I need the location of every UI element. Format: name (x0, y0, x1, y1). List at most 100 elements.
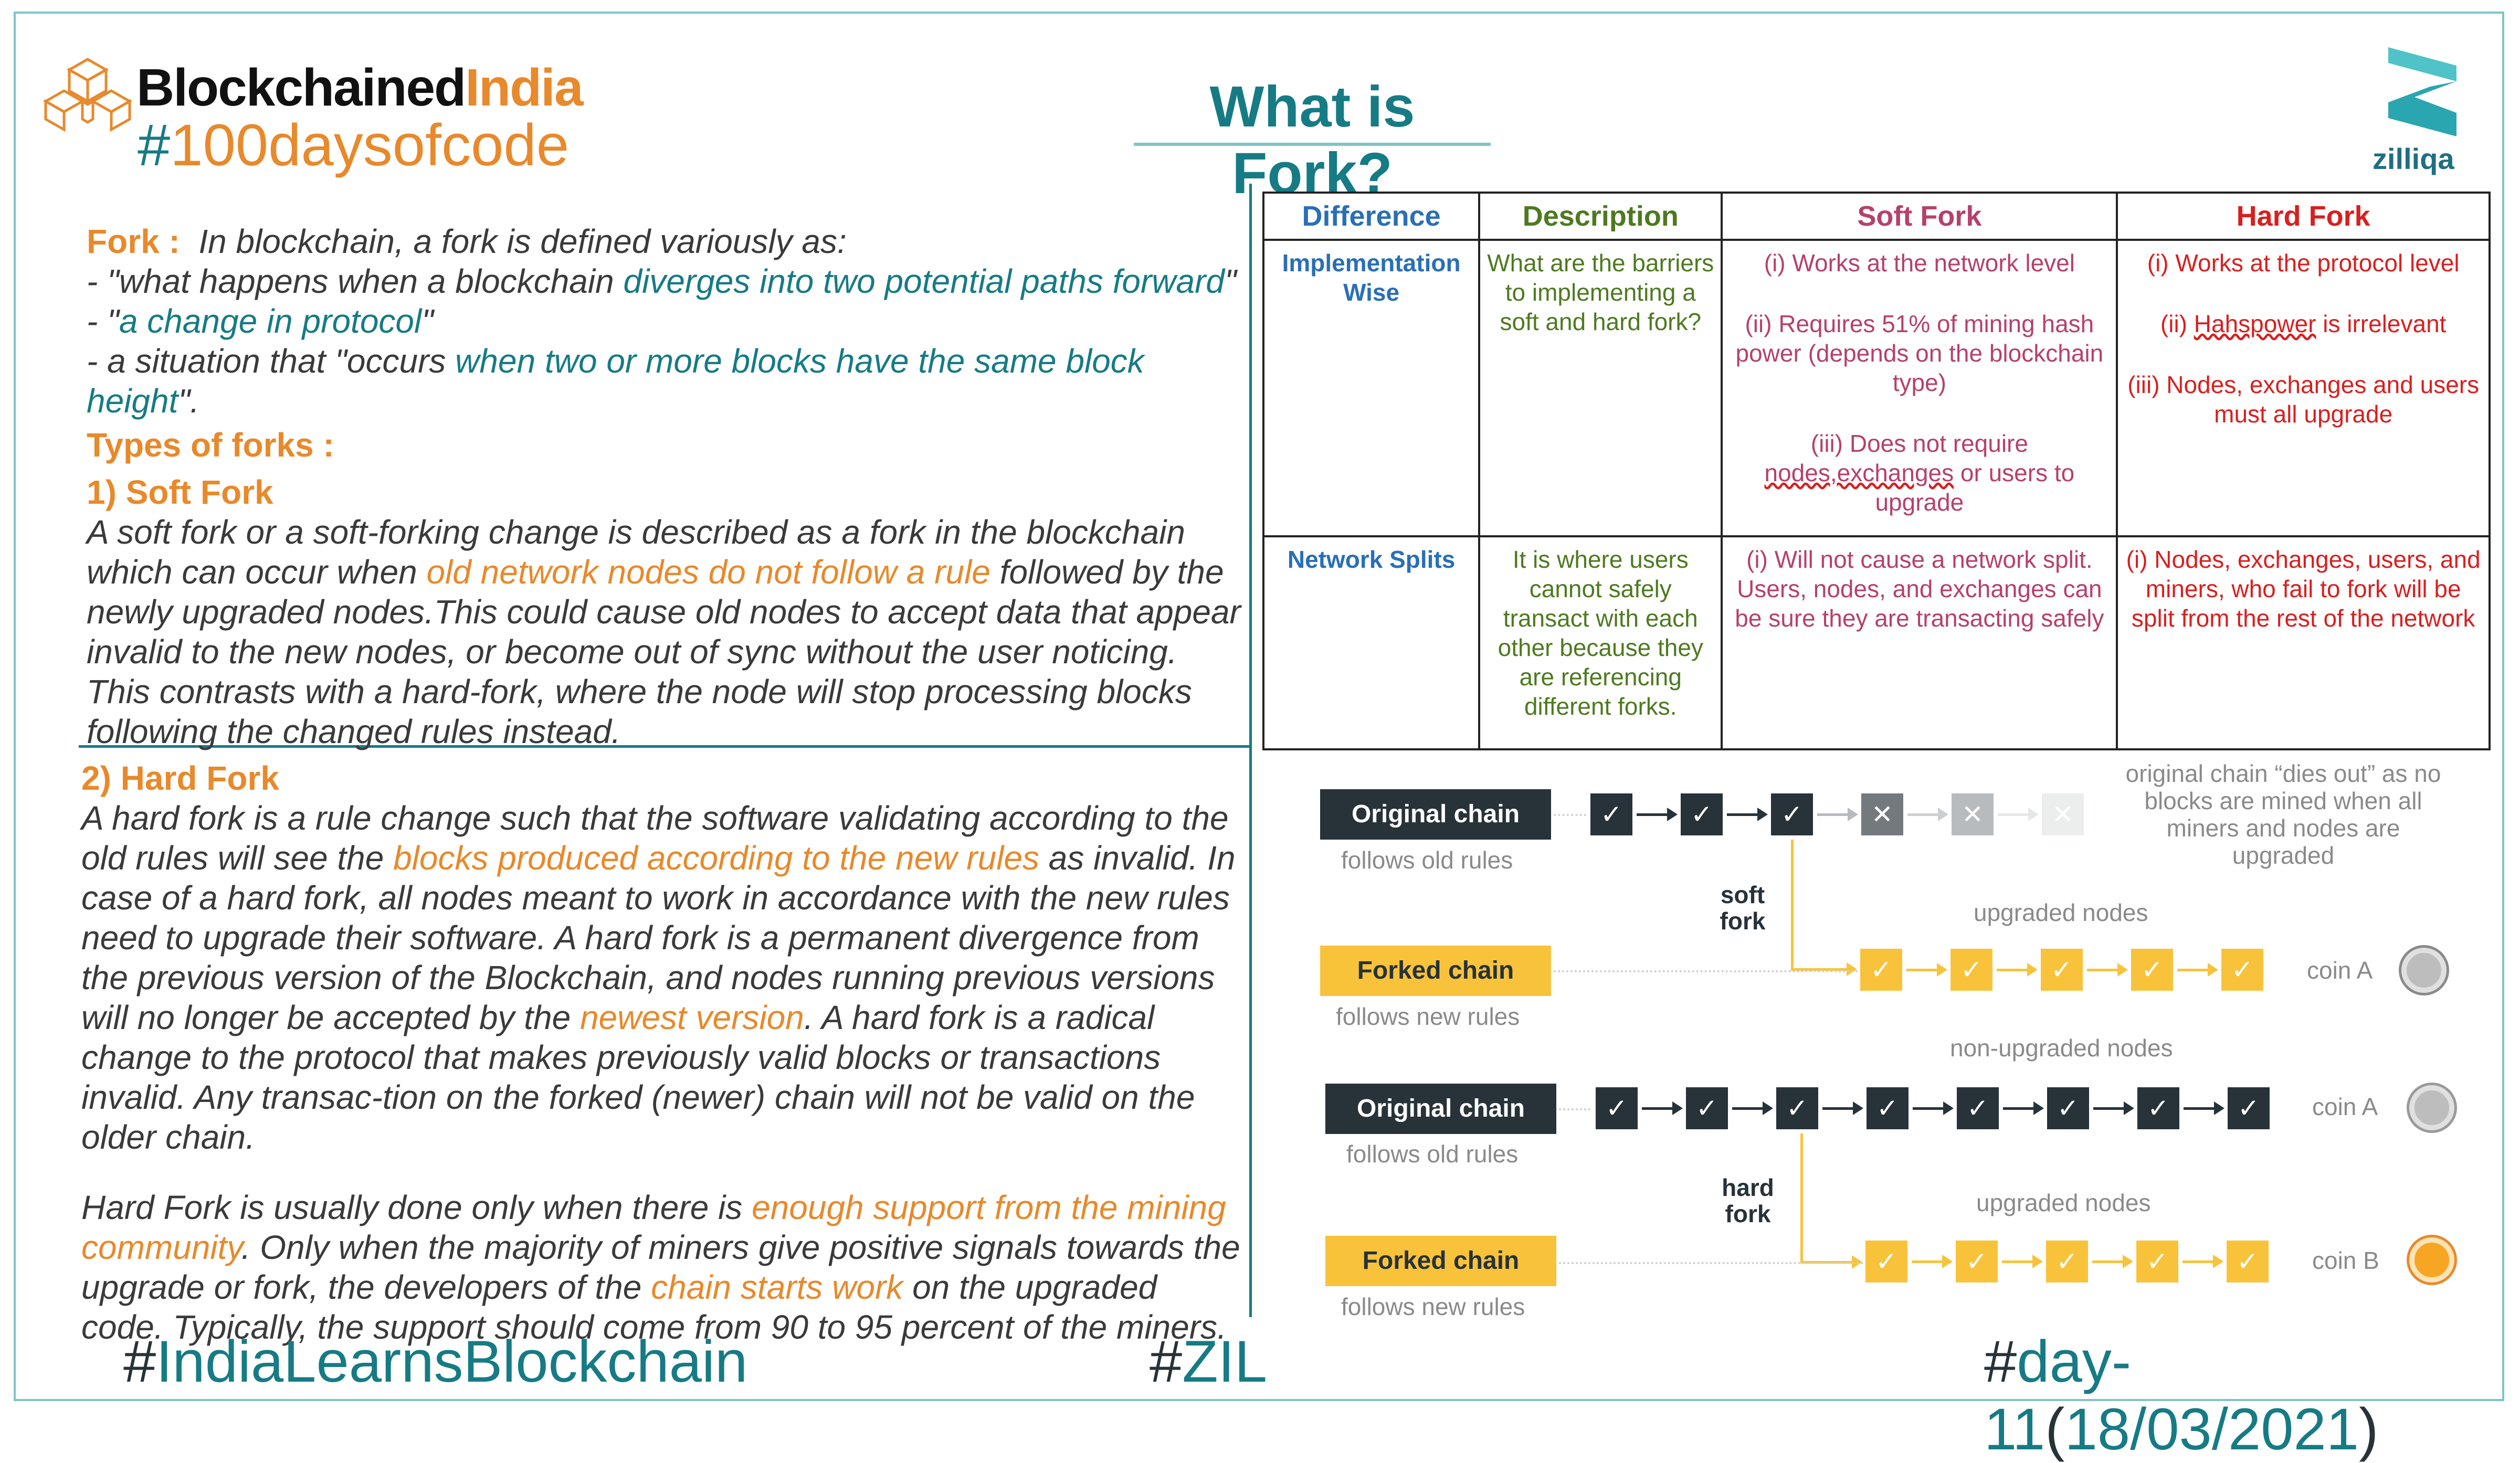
brand-name: BlockchainedIndia (136, 58, 584, 117)
hashtag-100daysofcode: #100daysofcode (138, 112, 570, 178)
block-valid: ✓ (2228, 1087, 2270, 1129)
zilliqa-wordmark: zilliqa (2373, 142, 2454, 175)
comparison-table: Difference Description Soft Fork Hard Fo… (1262, 192, 2491, 750)
chain-arrow (2093, 1101, 2134, 1115)
cell-soft-fork: (i) Will not cause a network split. User… (1721, 535, 2118, 750)
dotted-connector (1554, 814, 1586, 816)
chain-arrow (1642, 1101, 1683, 1115)
cell-soft-fork: (i) Works at the network level (ii) Requ… (1721, 239, 2118, 537)
hard-fork-support-text: Hard Fork is usually done only when ther… (81, 1189, 1240, 1346)
soft-fork-heading: 1) Soft Fork (87, 473, 273, 511)
original-chain-label: Original chain (1320, 789, 1551, 840)
cell-hard-fork: (i) Works at the protocol level (ii) Hah… (2116, 239, 2491, 537)
cell-description: It is where users cannot safely transact… (1478, 535, 1723, 750)
block-dead: ✕ (2042, 793, 2084, 835)
definition-item-1: - "what happens when a blockchain diverg… (87, 262, 1237, 300)
block-valid: ✓ (1590, 793, 1632, 835)
coin-label: coin A (2307, 957, 2373, 984)
original-chain-label: Original chain (1325, 1084, 1556, 1134)
chain-arrow (1906, 963, 1947, 977)
chain-arrow (2177, 963, 2218, 977)
chain-arrow (2087, 963, 2128, 977)
block-valid: ✓ (2137, 1087, 2179, 1129)
original-chain-subtitle: follows old rules (1346, 1140, 1519, 1168)
block-valid: ✓ (2047, 1087, 2089, 1129)
table-header-row: Difference Description Soft Fork Hard Fo… (1262, 192, 2491, 241)
cell-hard-fork: (i) Nodes, exchanges, users, and miners,… (2116, 535, 2491, 750)
block-new: ✓ (2221, 949, 2263, 991)
horizontal-divider (79, 745, 1249, 748)
block-dead: ✕ (1861, 793, 1903, 835)
dotted-connector (1559, 1262, 1863, 1264)
dotted-connector (1559, 1108, 1590, 1110)
block-new: ✓ (2041, 949, 2083, 991)
upgraded-nodes-label: upgraded nodes (1976, 1189, 2151, 1216)
vertical-divider (1249, 184, 1252, 1317)
upgraded-nodes-label: upgraded nodes (1974, 899, 2148, 926)
block-valid: ✓ (1771, 793, 1813, 835)
coin-label: coin A (2312, 1093, 2378, 1120)
chain-arrow (1732, 1101, 1773, 1115)
fork-label: Fork : (87, 222, 180, 260)
chain-arrow (2002, 1255, 2043, 1268)
coin-a-icon (2401, 948, 2447, 993)
cell-description: What are the barriers to implementing a … (1478, 239, 1723, 537)
chain-arrow (1998, 808, 2039, 821)
chain-arrow (1637, 808, 1678, 821)
coin-label: coin B (2312, 1247, 2379, 1274)
definition-item-3: - a situation that "occurs when two or m… (87, 342, 1144, 420)
coin-a-icon (2409, 1085, 2454, 1130)
intro-section: Fork : In blockchain, a fork is defined … (87, 221, 1249, 751)
block-new: ✓ (2136, 1241, 2178, 1282)
non-upgraded-nodes-label: non-upgraded nodes (1950, 1034, 2173, 1062)
block-valid: ✓ (1867, 1087, 1909, 1129)
chain-arrow (1907, 808, 1948, 821)
header-description: Description (1478, 192, 1723, 241)
block-dead: ✕ (1952, 793, 1994, 835)
title-underline (1134, 143, 1491, 146)
header-difference: Difference (1262, 192, 1481, 241)
block-new: ✓ (1865, 1241, 1907, 1282)
block-valid: ✓ (1776, 1087, 1818, 1129)
block-new: ✓ (2131, 949, 2173, 991)
cell-difference: Implementation Wise (1262, 239, 1481, 537)
block-new: ✓ (1950, 949, 1992, 991)
block-new: ✓ (1956, 1241, 1998, 1282)
chain-arrow (1822, 1101, 1863, 1115)
table-row: Network Splits It is where users cannot … (1262, 535, 2491, 750)
zilliqa-logo-icon (2388, 47, 2456, 136)
block-new: ✓ (2046, 1241, 2088, 1282)
table-row: Implementation Wise What are the barrier… (1262, 239, 2491, 537)
definition-item-2: - "a change in protocol" (87, 302, 434, 340)
chain-arrow (2003, 1101, 2044, 1115)
dies-out-note: original chain “dies out” as no blocks a… (2125, 760, 2441, 869)
soft-fork-text: A soft fork or a soft-forking change is … (87, 513, 1241, 750)
original-chain-subtitle: follows old rules (1341, 846, 1513, 874)
chain-arrow (2184, 1101, 2224, 1115)
blockchained-india-logo-icon (43, 58, 132, 132)
block-valid: ✓ (1686, 1087, 1728, 1129)
page-title: What is Fork? (1209, 75, 1415, 206)
hard-fork-heading: 2) Hard Fork (81, 759, 279, 797)
footer-day-date: #day-11(18/03/2021) (1984, 1329, 2379, 1462)
fork-branch-line (1800, 1133, 1803, 1264)
chain-arrow (1913, 1101, 1954, 1115)
chain-arrow (1997, 963, 2038, 977)
chain-arrow (1912, 1255, 1953, 1268)
footer-hashtag-zil: #ZIL (1150, 1329, 1268, 1394)
chain-arrow (2182, 1255, 2223, 1268)
block-valid: ✓ (1957, 1087, 1999, 1129)
hard-fork-text: A hard fork is a rule change such that t… (81, 799, 1236, 1156)
chain-arrow (2092, 1255, 2133, 1268)
forked-chain-label: Forked chain (1325, 1236, 1556, 1286)
forked-chain-subtitle: follows new rules (1341, 1293, 1525, 1320)
fork-branch-arrow (1791, 962, 1857, 976)
footer-hashtag-indialearnsblockchain: #IndiaLearnsBlockchain (123, 1329, 748, 1394)
forked-chain-label: Forked chain (1320, 946, 1551, 996)
block-new: ✓ (1860, 949, 1902, 991)
block-new: ✓ (2227, 1241, 2269, 1282)
chain-arrow (1727, 808, 1768, 821)
coin-b-icon (2409, 1237, 2454, 1282)
